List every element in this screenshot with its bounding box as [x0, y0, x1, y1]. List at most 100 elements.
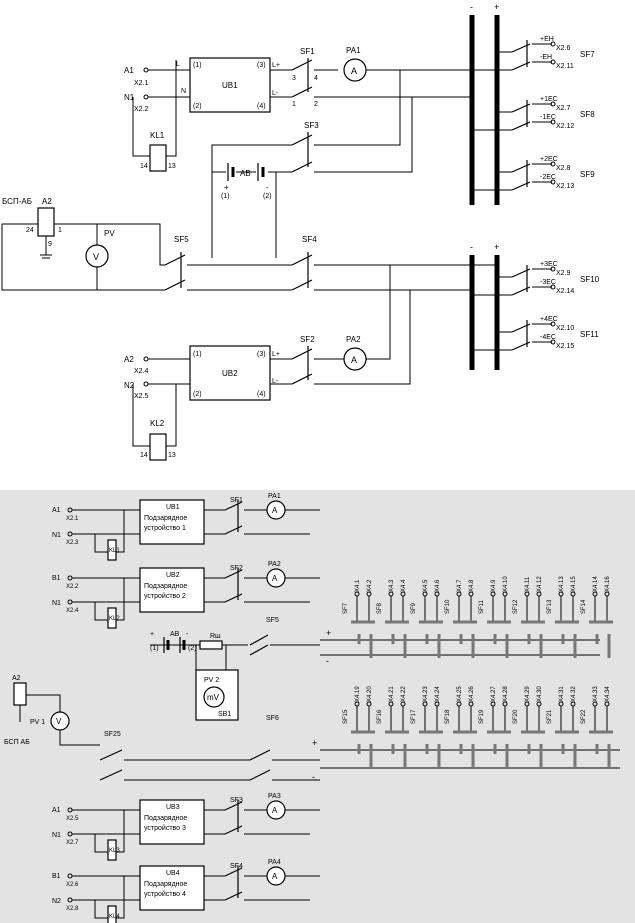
- out-term-bot-3: [550, 284, 556, 290]
- row-xa-d2-row2-6: X4.31: [559, 686, 565, 702]
- bus-plus-label: +: [494, 2, 499, 12]
- ch-kl-3: [107, 905, 117, 923]
- bsp-label: БСП-АБ: [2, 197, 32, 206]
- out-sf-0: SF7: [580, 50, 595, 59]
- diagram-bottom-background: [0, 490, 635, 923]
- sf6-switch: [249, 749, 271, 781]
- ch-in2-2: N1: [52, 832, 61, 839]
- kl2-13: 13: [168, 452, 176, 459]
- bsp-box: [37, 207, 55, 237]
- kl1-label: KL1: [150, 131, 165, 140]
- row-sf-d2-row1-5: SF12: [513, 599, 519, 614]
- sf1-p1: 1: [292, 101, 296, 108]
- ub2-lplus: L+: [272, 351, 280, 358]
- row-breaker-d2-row2-5: [521, 730, 545, 768]
- out-bot-label-0: -EH: [540, 54, 552, 61]
- bus2-plus: +: [326, 628, 331, 638]
- shunt-label: Rш: [210, 633, 221, 640]
- ch-pa-3: PA4: [268, 859, 281, 866]
- bus3-plus: +: [312, 738, 317, 748]
- out-bot-label-2: -2EC: [540, 174, 556, 181]
- a1-label: A1: [124, 66, 134, 75]
- battery-p1: (1): [221, 193, 230, 200]
- ch-sf-2: SF3: [230, 797, 243, 804]
- row-breaker-d2-row1-1: [385, 620, 409, 658]
- row-breaker-d2-row1-5: [521, 620, 545, 658]
- row-breaker-d2-row2-3: [453, 730, 477, 768]
- ub2-p1: (1): [193, 351, 202, 358]
- sf1-p3: 3: [292, 75, 296, 82]
- ch-wire-2: [72, 809, 140, 853]
- ch-line1-3: Подзарядное: [144, 881, 187, 888]
- row-xb-d2-row1-1: X4.4: [401, 579, 407, 592]
- pa2-label: PA2: [346, 335, 361, 344]
- sf6-label: SF6: [266, 715, 279, 722]
- kl1-14: 14: [140, 163, 148, 170]
- out-x2-3: X2.14: [556, 288, 574, 295]
- sf25-label: SF25: [104, 731, 121, 738]
- sf3-switch: [291, 132, 313, 173]
- ch-x2-1: X2.4: [66, 608, 79, 614]
- bsp-24: 24: [26, 227, 34, 234]
- out-bot-label-3: -3EC: [540, 279, 556, 286]
- sf25-switch: [99, 749, 123, 781]
- pv1-label: PV 1: [30, 719, 45, 726]
- row-xa-d2-row2-1: X4.21: [389, 686, 395, 702]
- ub1-name: UB1: [222, 81, 238, 90]
- sf1-label: SF1: [300, 47, 315, 56]
- terminal-n1: [143, 94, 149, 100]
- ch-box-1: [139, 567, 205, 613]
- ch-line2-0: устройство 1: [144, 524, 186, 532]
- a2-label: A2: [124, 355, 134, 364]
- out-x1-3: X2.9: [556, 270, 571, 277]
- battery-minus: -: [266, 183, 269, 192]
- bus2-minus: -: [326, 656, 329, 666]
- row-xa-d2-row2-4: X4.27: [491, 686, 497, 702]
- ch-x1-0: X2.1: [66, 516, 79, 522]
- bus3-minus: -: [312, 772, 315, 782]
- kl1-13: 13: [168, 163, 176, 170]
- out-term-top-1: [550, 101, 556, 107]
- out-term-bot-2: [550, 179, 556, 185]
- out-sf-1: SF8: [580, 110, 595, 119]
- ch-name-3: UB4: [166, 870, 180, 877]
- row-xb-d2-row1-3: X4.8: [469, 579, 475, 592]
- battery-label: AB: [240, 169, 251, 178]
- row-lead-d2-row2-1: [390, 706, 404, 732]
- ch-out-2: [204, 809, 225, 835]
- pv2-label: PV 2: [204, 677, 219, 684]
- ub1-p4: (4): [257, 103, 266, 110]
- out-top-label-3: +3EC: [540, 261, 558, 268]
- row-breaker-d2-row2-7: [589, 730, 613, 768]
- ch-lead-3: [244, 875, 320, 901]
- out-top-label-4: +4EC: [540, 316, 558, 323]
- out-term-top-3: [550, 266, 556, 272]
- out-bot-label-4: -4EC: [540, 334, 556, 341]
- row-lead-d2-row1-3: [458, 596, 472, 622]
- row-xb-d2-row2-5: X4.30: [537, 686, 543, 702]
- ch-kl-2: [107, 839, 117, 861]
- out-sf-2: SF9: [580, 170, 595, 179]
- bsp-1: 1: [58, 227, 62, 234]
- pv2-sym: mV: [207, 693, 220, 702]
- row-lead-d2-row2-3: [458, 706, 472, 732]
- bsp-a2: A2: [42, 197, 52, 206]
- ch-switch-3: [224, 866, 243, 901]
- bat2-label: AB: [170, 631, 180, 638]
- row-lead-d2-row2-7: [594, 706, 608, 732]
- row-breaker-d2-row2-1: [385, 730, 409, 768]
- bsp-9: 9: [48, 241, 52, 248]
- out-term-top-4: [550, 321, 556, 327]
- pv-sym: V: [93, 252, 99, 262]
- terminal-a2: [143, 356, 149, 362]
- ch-line2-1: устройство 2: [144, 592, 186, 600]
- sf3-label: SF3: [304, 121, 319, 130]
- bus-minus-label: -: [470, 2, 473, 12]
- ch-x1-3: X2.6: [66, 882, 79, 888]
- ch-lead-1: [244, 577, 320, 603]
- ch-in2-3: N2: [52, 898, 61, 905]
- row-xb-d2-row1-0: X4.2: [367, 579, 373, 592]
- ch-sf-1: SF2: [230, 565, 243, 572]
- ch-out-1: [204, 577, 225, 603]
- ch-in1-0: A1: [52, 507, 61, 514]
